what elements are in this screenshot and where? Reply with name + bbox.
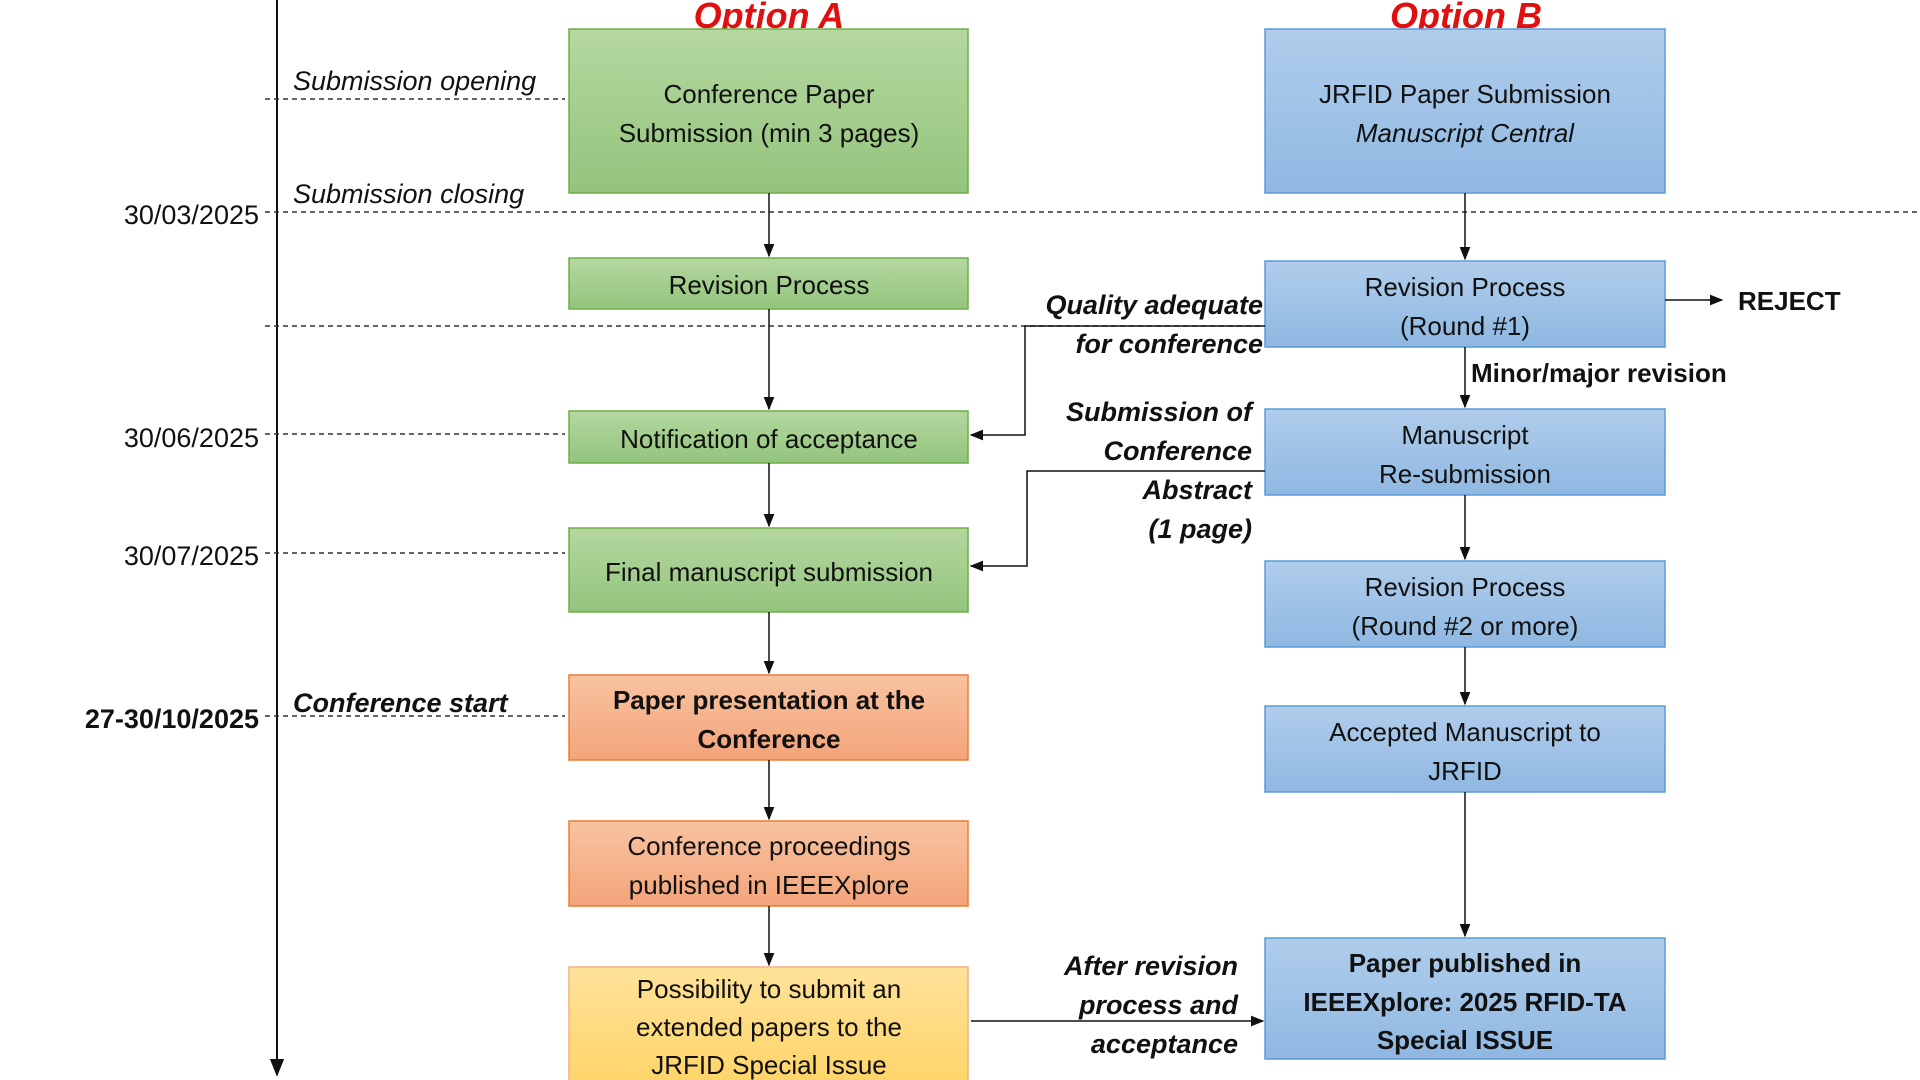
svg-text:extended papers to the: extended papers to the <box>636 1012 902 1042</box>
date-conference: 27-30/10/2025 <box>85 704 259 734</box>
svg-text:After revision: After revision <box>1063 951 1238 981</box>
svg-text:JRFID: JRFID <box>1428 756 1502 786</box>
svg-text:Final manuscript submission: Final manuscript submission <box>605 557 933 587</box>
svg-text:Conference Paper: Conference Paper <box>663 79 874 109</box>
svg-text:Re-submission: Re-submission <box>1379 459 1551 489</box>
svg-text:Notification of acceptance: Notification of acceptance <box>620 424 918 454</box>
svg-text:(Round #2 or more): (Round #2 or more) <box>1352 611 1579 641</box>
milestone-conference-start: Conference start <box>293 688 509 718</box>
milestone-closing: Submission closing <box>293 179 524 209</box>
box-revision-round1: Revision Process (Round #1) <box>1264 260 1666 348</box>
svg-text:(1 page): (1 page) <box>1148 514 1252 544</box>
svg-text:JRFID Special Issue: JRFID Special Issue <box>651 1050 887 1080</box>
svg-text:Paper published in: Paper published in <box>1349 948 1582 978</box>
svg-text:published in IEEEXplore: published in IEEEXplore <box>629 870 909 900</box>
annotation-after-revision: After revision process and acceptance <box>1063 951 1239 1059</box>
box-accepted-manuscript: Accepted Manuscript to JRFID <box>1264 705 1666 793</box>
svg-text:process and: process and <box>1078 990 1239 1020</box>
svg-text:Submission (min 3 pages): Submission (min 3 pages) <box>619 118 920 148</box>
svg-text:Submission of: Submission of <box>1066 397 1255 427</box>
svg-text:Special ISSUE: Special ISSUE <box>1377 1025 1553 1055</box>
box-revision-a: Revision Process <box>568 257 969 310</box>
box-jrfid-submission: JRFID Paper Submission Manuscript Centra… <box>1264 28 1666 194</box>
svg-text:Revision Process: Revision Process <box>669 270 870 300</box>
svg-text:IEEEXplore: 2025 RFID-TA: IEEEXplore: 2025 RFID-TA <box>1303 987 1626 1017</box>
svg-text:Conference proceedings: Conference proceedings <box>627 831 910 861</box>
box-final-manuscript: Final manuscript submission <box>568 527 969 613</box>
svg-text:Quality adequate: Quality adequate <box>1045 290 1263 320</box>
date-notification: 30/06/2025 <box>124 423 259 453</box>
box-paper-presentation: Paper presentation at the Conference <box>568 674 969 761</box>
svg-text:Manuscript Central: Manuscript Central <box>1356 118 1575 148</box>
svg-text:Accepted Manuscript to: Accepted Manuscript to <box>1329 717 1601 747</box>
arrow-abstract-to-final <box>969 470 1265 572</box>
svg-text:Paper presentation at the: Paper presentation at the <box>613 685 925 715</box>
svg-text:for conference: for conference <box>1075 329 1263 359</box>
annotation-abstract: Submission of Conference Abstract (1 pag… <box>1066 397 1255 544</box>
svg-text:Revision Process: Revision Process <box>1365 272 1566 302</box>
svg-text:Abstract: Abstract <box>1141 475 1253 505</box>
reject-label: REJECT <box>1738 286 1841 316</box>
date-closing: 30/03/2025 <box>124 200 259 230</box>
svg-text:Manuscript: Manuscript <box>1401 420 1529 450</box>
svg-text:JRFID Paper Submission: JRFID Paper Submission <box>1319 79 1611 109</box>
box-conference-submission: Conference Paper Submission (min 3 pages… <box>568 28 969 194</box>
annotation-quality: Quality adequate for conference <box>1045 290 1263 359</box>
box-manuscript-resubmission: Manuscript Re-submission <box>1264 408 1666 496</box>
svg-text:(Round #1): (Round #1) <box>1400 311 1530 341</box>
date-final: 30/07/2025 <box>124 541 259 571</box>
box-extended-papers: Possibility to submit an extended papers… <box>568 966 969 1080</box>
minor-major-label: Minor/major revision <box>1471 358 1727 388</box>
svg-text:Conference: Conference <box>697 724 840 754</box>
arrow-quality-to-notification <box>969 325 1265 441</box>
box-notification: Notification of acceptance <box>568 410 969 464</box>
box-revision-round2: Revision Process (Round #2 or more) <box>1264 560 1666 648</box>
box-proceedings: Conference proceedings published in IEEE… <box>568 820 969 907</box>
svg-text:Revision Process: Revision Process <box>1365 572 1566 602</box>
svg-text:acceptance: acceptance <box>1091 1029 1238 1059</box>
milestone-opening: Submission opening <box>293 66 536 96</box>
box-paper-published: Paper published in IEEEXplore: 2025 RFID… <box>1264 937 1666 1060</box>
svg-text:Possibility to submit an: Possibility to submit an <box>637 974 901 1004</box>
svg-text:Conference: Conference <box>1103 436 1252 466</box>
